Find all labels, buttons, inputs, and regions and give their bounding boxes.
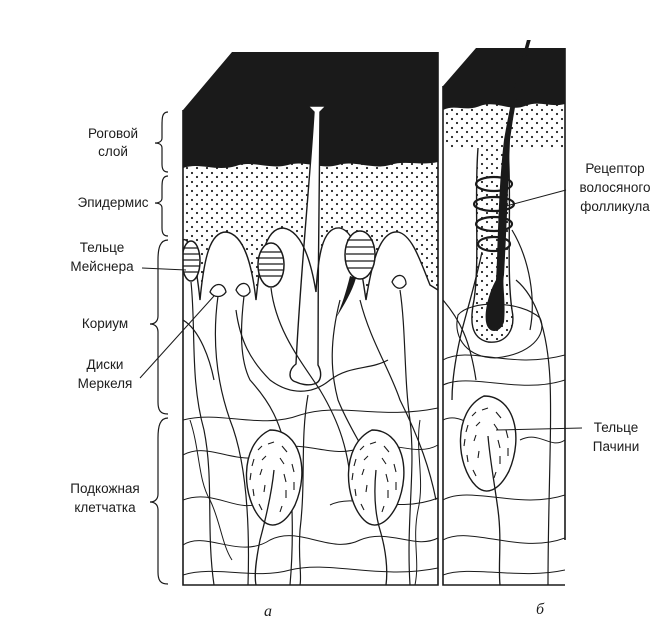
label-stratum-corneum-line2: слой (98, 144, 128, 159)
label-epidermis: Эпидермис (77, 195, 148, 210)
label-subcutis-line1: Подкожная (70, 481, 140, 496)
bracket-epidermis (154, 175, 169, 237)
panel-a-frame (182, 52, 439, 586)
meissner-corpuscle-1 (183, 240, 201, 282)
stratum-corneum-b (443, 48, 565, 110)
merkel-disk-2 (235, 282, 251, 297)
pacini-corpuscle-a2 (347, 429, 405, 585)
meissner-pointer (141, 267, 187, 271)
bracket-stratum-corneum (154, 111, 169, 173)
merkel-pointer (139, 295, 215, 379)
pointer-lines (139, 189, 583, 431)
panel-b-frame (442, 48, 566, 586)
merkel-disk-1 (209, 283, 227, 298)
caption-panel-a: а (264, 603, 272, 620)
label-merkel-line1: Диски (87, 357, 124, 372)
label-pacini-line1: Тельце (594, 420, 639, 435)
panel-b (443, 40, 565, 585)
label-meissner-line1: Тельце (80, 240, 125, 255)
label-follicle-receptor-line2: волосяного (580, 180, 651, 195)
bracket-subcutis (149, 417, 169, 585)
caption-panel-b: б (536, 601, 545, 618)
pacini-corpuscle-a1 (245, 429, 303, 585)
stratum-corneum-a (183, 52, 438, 168)
label-follicle-receptor-line3: фолликула (580, 199, 650, 214)
label-subcutis-line2: клетчатка (74, 500, 136, 515)
dermal-papilla-b (456, 303, 543, 359)
layer-brackets (149, 111, 169, 585)
labels: Роговой слой Эпидермис Тельце Мейснера К… (70, 126, 650, 620)
hair-shaft-b (485, 40, 531, 331)
meissner-corpuscle-3 (336, 230, 376, 318)
nerve-fibers-b (443, 229, 552, 585)
label-follicle-receptor-line1: Рецептор (585, 161, 644, 176)
panel-a (183, 52, 439, 585)
label-pacini-line2: Пачини (593, 439, 640, 454)
bracket-corium (149, 239, 169, 415)
meissner-corpuscle-2 (257, 242, 285, 288)
nerve-fibers-a (183, 281, 437, 585)
label-merkel-line2: Меркеля (78, 376, 133, 391)
merkel-disk-3 (391, 274, 407, 289)
dermis-boundary-a (183, 227, 439, 301)
label-stratum-corneum-line1: Роговой (88, 126, 138, 141)
label-corium: Кориум (82, 316, 128, 331)
follicle-receptor-pointer (505, 189, 567, 207)
hair-shaft-a (289, 105, 328, 386)
pacini-corpuscle-b (459, 395, 517, 585)
label-meissner-line2: Мейснера (70, 259, 134, 274)
pacini-pointer (495, 427, 583, 431)
